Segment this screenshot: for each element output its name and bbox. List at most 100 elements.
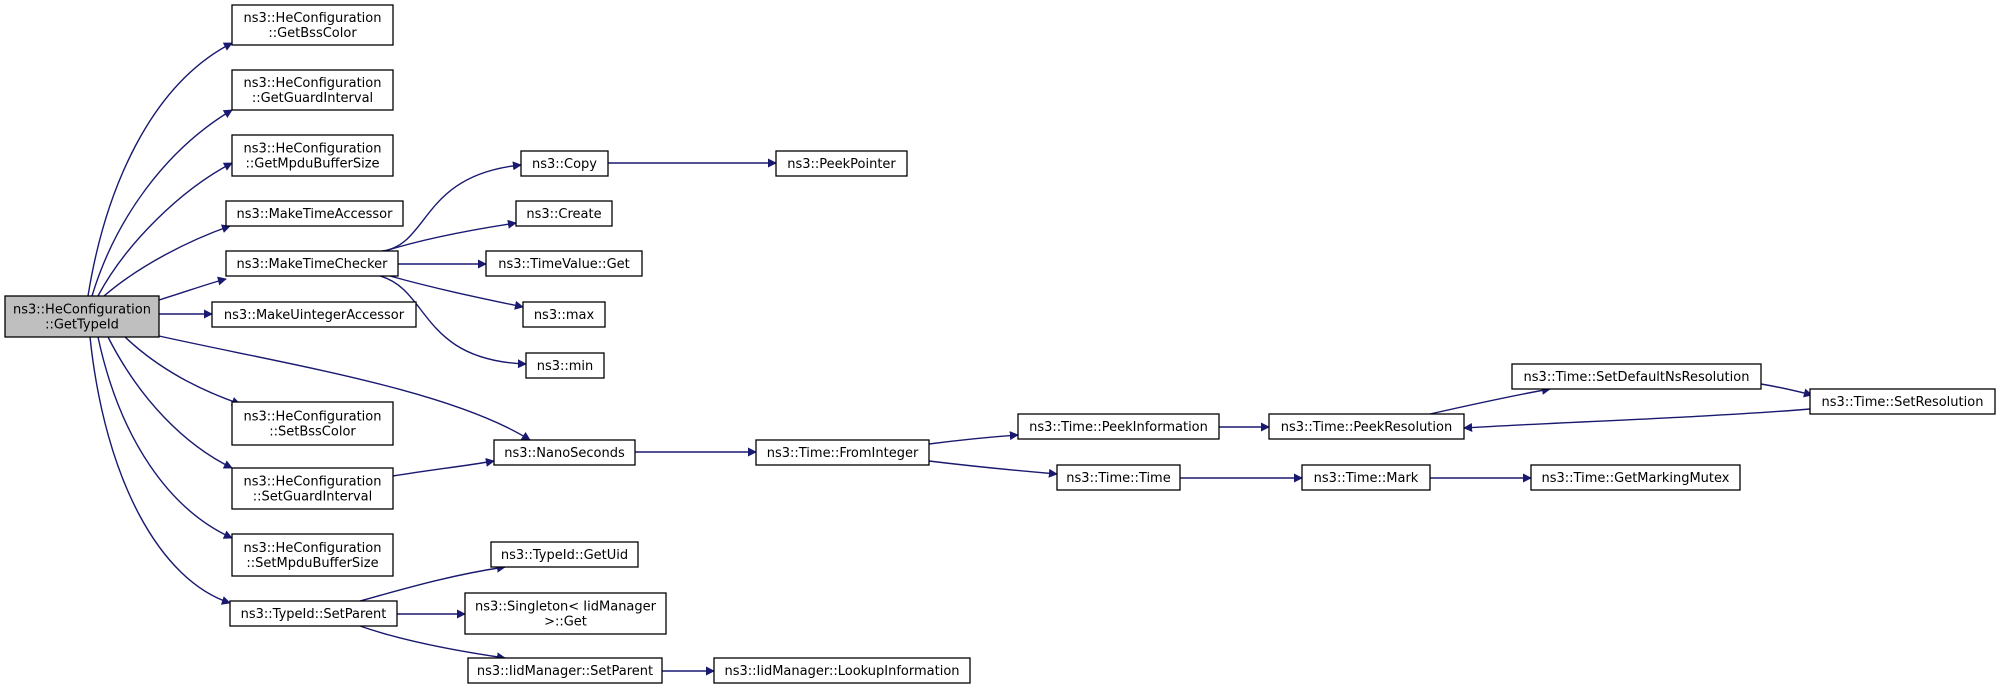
node-setDefaultNs[interactable]: ns3::Time::SetDefaultNsResolution [1511, 363, 1762, 390]
node-box [231, 533, 394, 577]
node-timeValueGet[interactable]: ns3::TimeValue::Get [485, 250, 643, 277]
node-label: ns3::Time::PeekResolution [1281, 420, 1452, 435]
node-box [225, 250, 399, 277]
node-label: ns3::Create [526, 207, 601, 222]
node-makeTimeAcc[interactable]: ns3::MakeTimeAccessor [225, 200, 404, 227]
node-box [4, 295, 160, 338]
node-box [231, 134, 394, 177]
edge-root-to-getGuard [91, 109, 233, 297]
node-lookupInfo[interactable]: ns3::IidManager::LookupInformation [713, 657, 971, 684]
node-peekPointer[interactable]: ns3::PeekPointer [775, 150, 908, 177]
node-getMpdu[interactable]: ns3::HeConfiguration::GetMpduBufferSize [231, 134, 394, 177]
node-setParentTid[interactable]: ns3::TypeId::SetParent [229, 600, 398, 627]
node-iidSetParent[interactable]: ns3::IidManager::SetParent [467, 657, 663, 684]
node-box [713, 657, 971, 684]
node-makeTimeChk[interactable]: ns3::MakeTimeChecker [225, 250, 399, 277]
node-box [1530, 464, 1741, 491]
node-label: ns3::TypeId::SetParent [241, 607, 387, 622]
edge-root-to-getMpdu [97, 162, 233, 297]
node-label: ns3::IidManager::LookupInformation [724, 664, 959, 679]
node-label: ns3::HeConfiguration [244, 76, 382, 91]
node-label: ns3::HeConfiguration [244, 475, 382, 490]
node-box [1511, 363, 1762, 390]
node-label: ns3::Time::GetMarkingMutex [1542, 471, 1730, 486]
node-label: ns3::max [534, 308, 595, 323]
node-label: ::GetBssColor [268, 26, 357, 41]
edge-setGuard-to-nanoSeconds [392, 457, 495, 477]
node-label: ns3::Time::FromInteger [767, 446, 919, 461]
node-max[interactable]: ns3::max [522, 301, 606, 328]
node-box [490, 541, 639, 568]
edge-fromInteger-to-timeTime [928, 460, 1058, 478]
node-label: ns3::NanoSeconds [504, 446, 625, 461]
edge-root-to-setGuard [107, 336, 233, 469]
node-getGuard[interactable]: ns3::HeConfiguration::GetGuardInterval [231, 69, 394, 111]
edge-makeTimeChk-to-copy [381, 161, 522, 252]
node-label: >::Get [544, 615, 587, 630]
node-label: ::GetGuardInterval [252, 91, 373, 106]
node-label: ns3::PeekPointer [787, 157, 896, 172]
node-box [520, 150, 609, 177]
node-box [525, 352, 605, 379]
node-box [467, 657, 663, 684]
node-box [515, 200, 613, 227]
edge-root-to-setParentTid [89, 336, 231, 605]
node-box [1301, 464, 1431, 491]
node-box [229, 600, 398, 627]
node-box [522, 301, 606, 328]
node-label: ::GetTypeId [45, 318, 119, 333]
node-makeUintAcc[interactable]: ns3::MakeUintegerAccessor [211, 301, 417, 328]
edge-setDefaultNs-to-setRes [1760, 383, 1813, 398]
node-box [231, 69, 394, 111]
node-label: ns3::TimeValue::Get [498, 257, 630, 272]
edge-setParentTid-to-getUid [359, 563, 506, 602]
node-box [225, 200, 404, 227]
node-box [1056, 464, 1181, 491]
node-timeTime[interactable]: ns3::Time::Time [1056, 464, 1181, 491]
node-setGuard[interactable]: ns3::HeConfiguration::SetGuardInterval [231, 467, 394, 510]
node-label: ::SetMpduBufferSize [246, 556, 378, 571]
node-box [231, 401, 394, 446]
node-label: ns3::HeConfiguration [244, 11, 382, 26]
node-peekRes[interactable]: ns3::Time::PeekResolution [1268, 413, 1465, 440]
node-mark[interactable]: ns3::Time::Mark [1301, 464, 1431, 491]
edge-makeTimeChk-to-create [384, 219, 517, 252]
node-peekInfo[interactable]: ns3::Time::PeekInformation [1017, 413, 1220, 440]
node-setBssColor[interactable]: ns3::HeConfiguration::SetBssColor [231, 401, 394, 446]
node-setRes[interactable]: ns3::Time::SetResolution [1809, 388, 1996, 415]
edge-root-to-setBssColor [124, 336, 241, 406]
node-setMpdu[interactable]: ns3::HeConfiguration::SetMpduBufferSize [231, 533, 394, 577]
node-label: ::SetGuardInterval [253, 490, 373, 505]
node-box [1809, 388, 1996, 415]
node-box [775, 150, 908, 177]
node-label: ns3::Time::PeekInformation [1029, 420, 1208, 435]
node-copy[interactable]: ns3::Copy [520, 150, 609, 177]
node-label: ns3::HeConfiguration [244, 142, 382, 157]
node-label: ns3::MakeTimeAccessor [237, 207, 394, 222]
node-box [1268, 413, 1465, 440]
node-label: ns3::HeConfiguration [244, 541, 382, 556]
node-create[interactable]: ns3::Create [515, 200, 613, 227]
node-box [464, 592, 667, 635]
node-fromInteger[interactable]: ns3::Time::FromInteger [755, 439, 930, 466]
node-box [231, 4, 394, 46]
edge-root-to-nanoSeconds [158, 335, 531, 441]
node-getBssColor[interactable]: ns3::HeConfiguration::GetBssColor [231, 4, 394, 46]
node-singletonGet[interactable]: ns3::Singleton< IidManager>::Get [464, 592, 667, 635]
edge-makeTimeChk-to-max [389, 275, 524, 310]
node-nanoSeconds[interactable]: ns3::NanoSeconds [493, 439, 636, 466]
node-label: ns3::HeConfiguration [244, 410, 382, 425]
node-getUid[interactable]: ns3::TypeId::GetUid [490, 541, 639, 568]
edge-root-to-getBssColor [87, 42, 233, 297]
node-label: ns3::Copy [532, 157, 597, 172]
edge-root-to-makeTimeAcc [103, 224, 231, 297]
node-markingMutex[interactable]: ns3::Time::GetMarkingMutex [1530, 464, 1741, 491]
node-box [231, 467, 394, 510]
node-box [485, 250, 643, 277]
node-root[interactable]: ns3::HeConfiguration::GetTypeId [4, 295, 160, 338]
node-label: ns3::MakeUintegerAccessor [224, 308, 405, 323]
node-min[interactable]: ns3::min [525, 352, 605, 379]
node-box [755, 439, 930, 466]
node-label: ns3::HeConfiguration [13, 303, 151, 318]
